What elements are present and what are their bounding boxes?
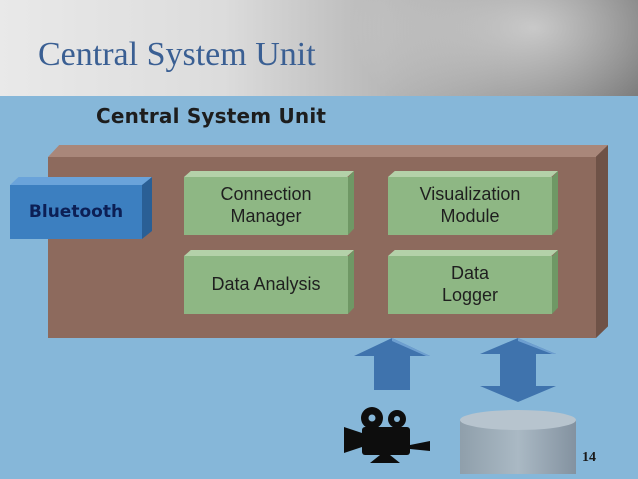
unit-box-top-face <box>48 145 608 157</box>
camera-icon <box>344 407 430 463</box>
module-top-edge <box>388 171 558 177</box>
header-decoration <box>318 0 638 96</box>
visualization-module: Visualization Module <box>388 171 558 235</box>
bluetooth-module: Bluetooth <box>10 177 152 239</box>
database-icon <box>460 410 576 474</box>
data-analysis-label: Data Analysis <box>184 256 348 314</box>
module-side-edge <box>348 171 354 235</box>
data-analysis-module: Data Analysis <box>184 250 354 314</box>
bluetooth-side-edge <box>142 177 152 239</box>
module-side-edge <box>552 171 558 235</box>
connection-manager-module: Connection Manager <box>184 171 354 235</box>
arrow-updown-icon <box>480 338 556 402</box>
unit-box-side-face <box>596 145 608 338</box>
data-logger-module: Data Logger <box>388 250 558 314</box>
slide-header: Central System Unit <box>0 0 638 96</box>
page-number: 14 <box>582 450 596 465</box>
module-top-edge <box>184 171 354 177</box>
module-top-edge <box>388 250 558 256</box>
module-side-edge <box>348 250 354 314</box>
visualization-module-label: Visualization Module <box>388 177 552 235</box>
connection-manager-label: Connection Manager <box>184 177 348 235</box>
diagram-heading: Central System Unit <box>96 104 327 128</box>
module-top-edge <box>184 250 354 256</box>
data-logger-label: Data Logger <box>388 256 552 314</box>
module-side-edge <box>552 250 558 314</box>
slide-title: Central System Unit <box>38 36 316 73</box>
bluetooth-label: Bluetooth <box>10 185 142 239</box>
bluetooth-top-edge <box>10 177 152 185</box>
arrow-up-icon <box>354 338 430 390</box>
